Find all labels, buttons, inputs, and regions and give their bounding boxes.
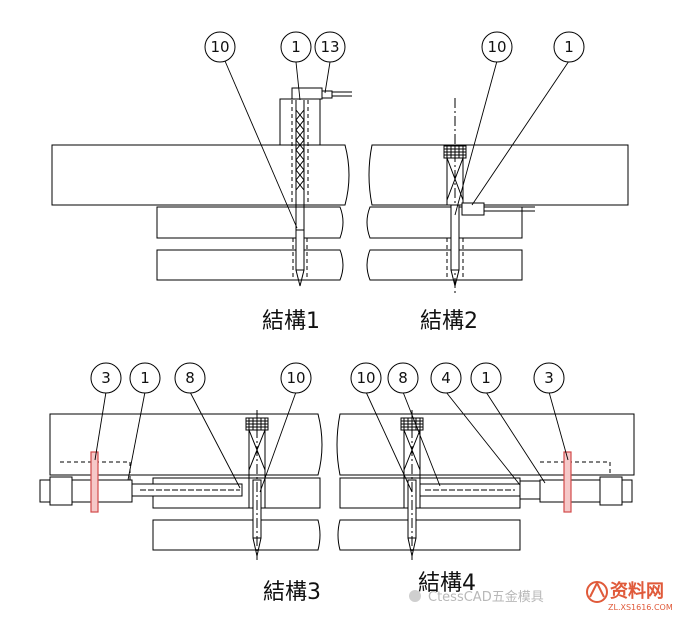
site-logo-icon [586,580,608,603]
balloon-s4-10: 10 [350,362,382,394]
wechat-icon [409,590,421,602]
svg-text:3: 3 [101,369,111,387]
svg-text:13: 13 [320,38,339,56]
structure-3-drawing [39,410,323,560]
site-url: ZL.XS1616.COM [608,603,673,612]
svg-text:8: 8 [398,369,408,387]
balloon-s2-10: 10 [481,31,513,63]
svg-text:10: 10 [356,369,375,387]
balloon-s2-1: 1 [553,31,585,63]
svg-text:1: 1 [481,369,491,387]
site-name: 资料网 [610,580,664,602]
svg-text:1: 1 [564,38,574,56]
caption-structure-3: 結構3 [263,580,321,605]
watermark-text: CtessCAD五金模具 [428,589,544,605]
caption-structure-2: 結構2 [420,309,478,334]
balloon-s3-1: 1 [129,362,161,394]
structure-1-drawing [51,87,352,287]
balloon-s1-13: 13 [314,31,346,63]
balloon-s3-10: 10 [280,362,312,394]
balloon-s4-8: 8 [387,362,419,394]
svg-text:10: 10 [487,38,506,56]
stop-pin-3-right [563,451,572,513]
stop-pin-3-left [90,451,99,513]
caption-structure-4: 結構4 [418,571,476,596]
svg-text:10: 10 [286,369,305,387]
balloon-s4-4: 4 [430,362,462,394]
balloon-s3-8: 8 [174,362,206,394]
leader-lines [94,60,570,493]
svg-text:4: 4 [441,369,451,387]
structure-2-drawing [366,98,629,296]
svg-text:1: 1 [291,38,301,56]
svg-text:8: 8 [185,369,195,387]
balloon-s1-1: 1 [280,31,312,63]
balloon-s4-1: 1 [470,362,502,394]
watermark: CtessCAD五金模具 资料网 ZL.XS1616.COM [409,580,673,612]
caption-structure-1: 結構1 [262,309,320,334]
svg-text:1: 1 [140,369,150,387]
balloon-s1-10: 10 [204,31,236,63]
balloon-s3-3: 3 [90,362,122,394]
structure-4-drawing [336,410,635,560]
svg-text:3: 3 [544,369,554,387]
svg-text:10: 10 [210,38,229,56]
balloon-s4-3: 3 [533,362,565,394]
